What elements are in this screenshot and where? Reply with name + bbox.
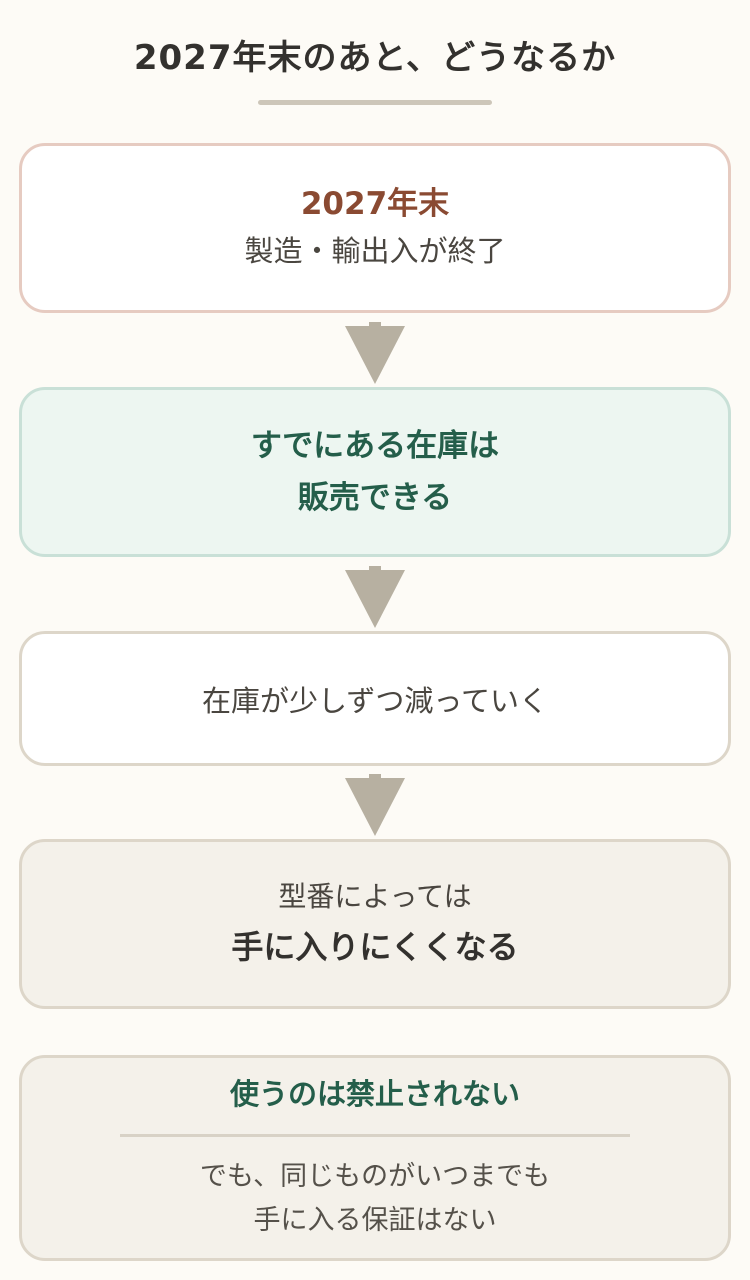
note-divider [120,1133,630,1137]
step-stock-decreasing: 在庫が少しずつ減っていく [19,631,731,766]
step-end-of-2027: 2027年末 製造・輸出入が終了 [19,143,731,313]
step-end-of-2027-text: 製造・輸出入が終了 [244,234,506,268]
page-title: 2027年末のあと、どうなるか [133,38,617,78]
note-line: 手に入る保証はない [253,1204,497,1236]
step-stock-sellable-line: 販売できる [297,480,453,516]
down-arrow-icon [345,322,405,384]
step-stock-sellable: すでにある在庫は 販売できる [19,387,731,557]
step-end-of-2027-heading: 2027年末 [300,186,450,222]
step-stock-decreasing-text: 在庫が少しずつ減っていく [202,683,548,718]
step-stock-sellable-line: すでにある在庫は [250,428,500,464]
step-hard-to-obtain: 型番によっては 手に入りにくくなる [19,839,731,1009]
down-arrow-icon [345,774,405,836]
step-hard-to-obtain-main: 手に入りにくくなる [231,928,519,966]
note-heading: 使うのは禁止されない [229,1076,520,1111]
down-arrow-icon [345,566,405,628]
title-underline [258,100,492,105]
step-hard-to-obtain-lead: 型番によっては [278,880,472,913]
note-line: でも、同じものがいつまでも [199,1160,551,1192]
note-box: 使うのは禁止されない でも、同じものがいつまでも 手に入る保証はない [19,1055,731,1261]
